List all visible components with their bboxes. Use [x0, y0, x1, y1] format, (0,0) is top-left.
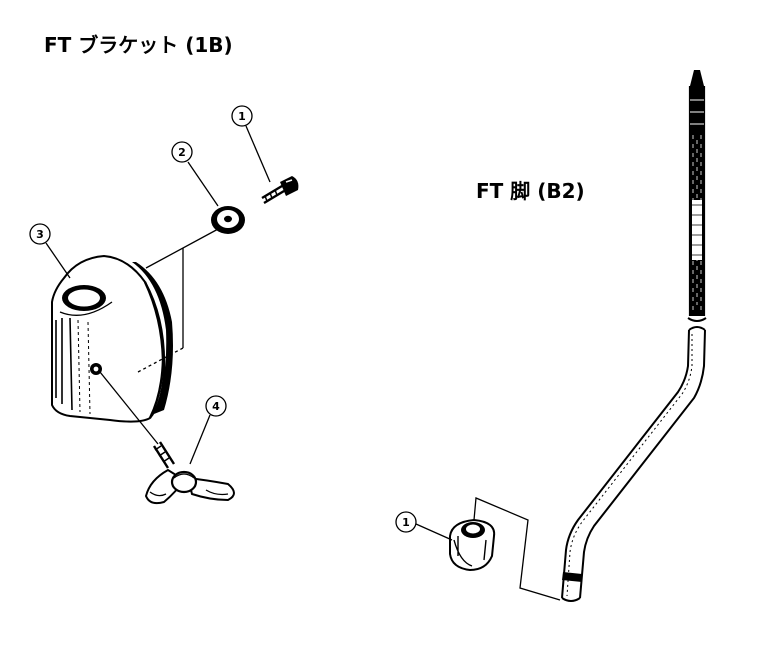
bracket-leader-lines	[99, 227, 221, 445]
leg-leader-lines	[473, 497, 561, 601]
svg-text:4: 4	[212, 400, 220, 413]
leg-lower-rod	[561, 326, 706, 602]
bracket-assembly: 1 2 3 4	[29, 105, 299, 505]
bracket-wing-screw	[144, 441, 235, 505]
leg-rubber-cap	[449, 518, 496, 572]
callout-2-bracket: 2	[171, 141, 219, 207]
bracket-title: FT ブラケット (1B)	[44, 33, 233, 57]
bracket-washer	[211, 206, 245, 234]
leg-assembly: 1	[395, 70, 707, 602]
svg-text:2: 2	[178, 146, 186, 159]
callout-1-leg: 1	[395, 511, 453, 541]
bracket-bolt	[261, 176, 299, 205]
svg-text:1: 1	[402, 516, 410, 529]
svg-text:1: 1	[238, 110, 246, 123]
bracket-body	[51, 254, 173, 423]
leg-title: FT 脚 (B2)	[476, 179, 585, 203]
callout-3-bracket: 3	[29, 223, 71, 279]
svg-text:3: 3	[36, 228, 44, 241]
callout-1-bracket: 1	[231, 105, 271, 183]
leg-upper-rod	[687, 70, 707, 322]
callout-4-bracket: 4	[189, 395, 227, 465]
